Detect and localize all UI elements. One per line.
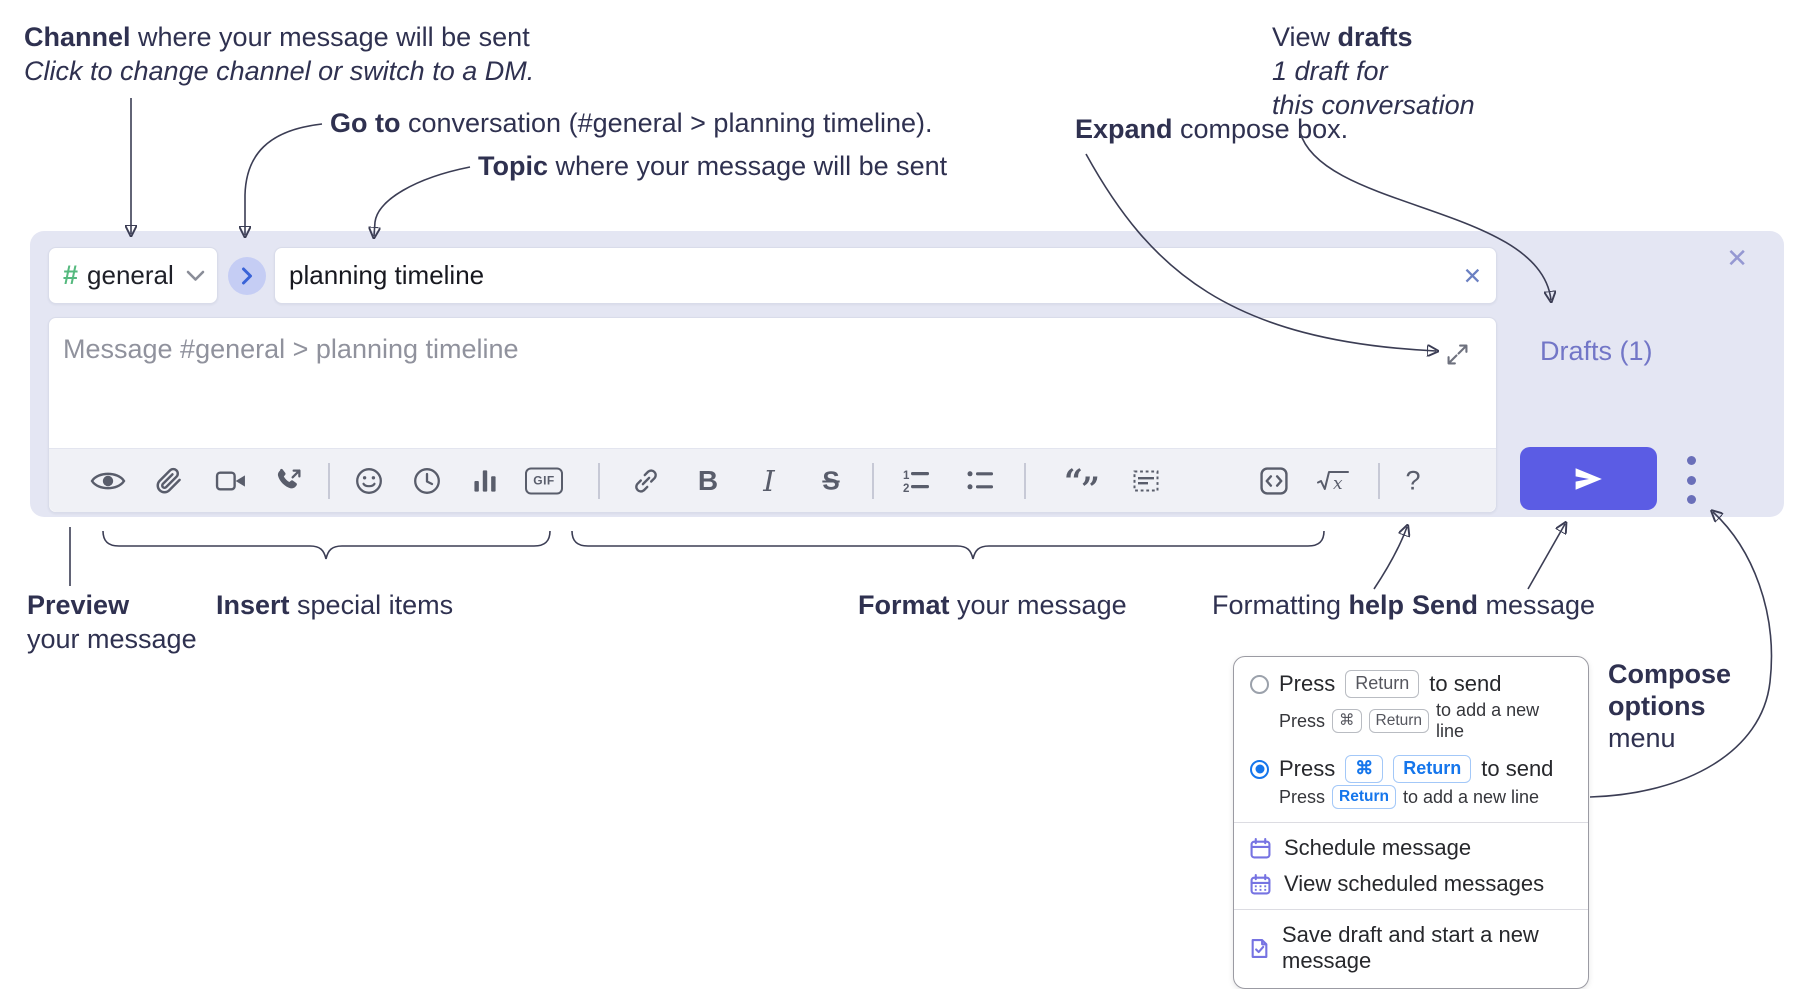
drafts-link[interactable]: Drafts (1): [1540, 336, 1653, 366]
dot: [1686, 456, 1696, 465]
compose-options-menu-button[interactable]: [1678, 456, 1704, 504]
topic-input[interactable]: [275, 248, 1496, 303]
close-compose-icon[interactable]: ✕: [1726, 243, 1748, 273]
toolbar-divider: [1378, 462, 1380, 499]
connector-formatting-help: [1373, 527, 1407, 590]
send-button[interactable]: [1520, 447, 1657, 510]
link-icon[interactable]: [633, 467, 660, 494]
brace-insert: [102, 530, 551, 560]
radio-unselected[interactable]: [1250, 674, 1269, 694]
expand-compose-icon[interactable]: [1447, 344, 1468, 370]
annotation-view-drafts: View drafts 1 draft for this conversatio…: [1272, 22, 1475, 120]
annotation-channel-bold: Channel: [24, 22, 131, 52]
strikethrough-icon[interactable]: S: [822, 465, 840, 495]
send-option-return[interactable]: Press Return to send: [1234, 667, 1588, 700]
topic-clear-icon[interactable]: ✕: [1462, 263, 1482, 289]
radio-selected[interactable]: [1250, 759, 1269, 779]
math-icon[interactable]: x: [1315, 468, 1351, 494]
toolbar-divider: [328, 462, 330, 499]
svg-text:1: 1: [903, 470, 910, 482]
chevron-right-icon: [242, 267, 252, 285]
connector-topic: [374, 166, 471, 236]
emoji-icon[interactable]: [355, 467, 383, 495]
annotation-expand: Expand compose box.: [1075, 114, 1349, 144]
dot: [1686, 475, 1696, 485]
topic-field: ✕: [274, 247, 1497, 304]
send-option-cmd-return-sub: Press Return to add a new line: [1234, 785, 1588, 815]
toolbar-divider: [872, 462, 874, 499]
menu-item-schedule-message[interactable]: Schedule message: [1234, 830, 1588, 866]
key-return: Return: [1332, 785, 1396, 809]
message-formatting-help-icon[interactable]: ?: [1405, 465, 1421, 495]
connector-goto: [245, 123, 323, 235]
send-icon: [1575, 467, 1602, 490]
annotation-channel: Channel where your message will be sent …: [24, 22, 535, 86]
annotation-topic: Topic where your message will be sent: [478, 151, 948, 181]
key-return: Return: [1368, 709, 1430, 733]
key-return: Return: [1393, 755, 1472, 783]
chevron-down-icon: [186, 270, 205, 281]
audio-call-icon[interactable]: [276, 467, 303, 494]
time-icon[interactable]: [413, 467, 441, 495]
connector-send: [1527, 524, 1565, 590]
video-call-icon[interactable]: [215, 469, 247, 492]
attach-file-icon[interactable]: [156, 467, 183, 494]
annotation-format: Format your message: [858, 590, 1127, 620]
annotation-formatting-help: Formatting help: [1212, 590, 1405, 620]
code-icon[interactable]: [1260, 466, 1289, 495]
annotation-insert: Insert special items: [216, 590, 454, 620]
send-option-cmd-return[interactable]: Press ⌘ Return to send: [1234, 752, 1588, 785]
preview-eye-icon[interactable]: [90, 469, 126, 493]
bulleted-list-icon[interactable]: [967, 469, 995, 493]
svg-text:x: x: [1333, 474, 1343, 494]
send-option-return-sub: Press ⌘ Return to add a new line: [1279, 700, 1540, 741]
channel-name: general: [87, 260, 174, 290]
annotation-send: Send message: [1412, 590, 1596, 620]
calendar-dots-icon: [1250, 873, 1271, 894]
bold-icon[interactable]: B: [697, 464, 719, 496]
message-input[interactable]: [49, 318, 1496, 448]
annotation-preview: Preview your message: [27, 590, 197, 654]
annotation-goto: Go to conversation (#general > planning …: [330, 108, 933, 138]
key-return: Return: [1345, 670, 1420, 698]
compose-box: # general ✕: [30, 231, 1784, 517]
connector-compose-options: [1589, 512, 1773, 798]
channel-hash-icon: #: [63, 260, 79, 290]
gif-icon[interactable]: GIF: [525, 467, 563, 494]
brace-format: [571, 530, 1325, 560]
svg-text:2: 2: [903, 483, 909, 493]
toolbar-divider: [1024, 462, 1026, 499]
annotation-channel-sub: Click to change channel or switch to a D…: [24, 56, 535, 86]
toolbar-divider: [598, 462, 600, 499]
key-cmd: ⌘: [1345, 755, 1384, 783]
calendar-icon: [1250, 837, 1271, 858]
italic-icon[interactable]: I: [763, 463, 775, 498]
menu-item-view-scheduled-messages[interactable]: View scheduled messages: [1234, 866, 1588, 902]
menu-item-save-draft[interactable]: Save draft and start a new message: [1234, 917, 1588, 979]
message-area: GIF B I S 12 “”: [48, 317, 1497, 513]
key-cmd: ⌘: [1332, 709, 1362, 733]
quote-icon[interactable]: “”: [1064, 461, 1100, 508]
menu-divider: [1234, 822, 1588, 823]
compose-options-menu: Press Return to send Press ⌘ Return to a…: [1233, 656, 1589, 989]
spoiler-icon[interactable]: [1133, 470, 1159, 492]
menu-divider: [1234, 909, 1588, 910]
save-draft-icon: [1251, 938, 1268, 958]
dot: [1686, 495, 1696, 504]
annotation-compose-options: Compose options menu: [1608, 659, 1732, 753]
go-to-conversation-button[interactable]: [228, 257, 266, 295]
poll-icon[interactable]: [473, 468, 498, 494]
channel-selector[interactable]: # general: [48, 247, 218, 304]
